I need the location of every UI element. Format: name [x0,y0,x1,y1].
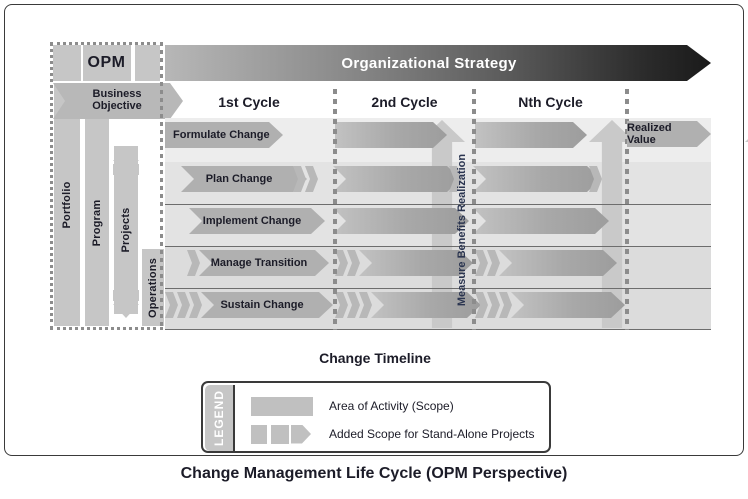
activity-arrow-manage-c3 [499,250,617,276]
cycle-header-1: 1st Cycle [165,85,333,118]
measure-benefits-realization: Measure Benefits Realization [454,130,470,330]
change-timeline-label: Change Timeline [319,350,431,366]
legend-swatch-area-of-activity [251,396,313,416]
grid-rule-3 [165,288,711,289]
activity-label-plan: Plan Change [205,173,273,185]
cycle-divider-3 [625,89,629,330]
activity-arrow-formulate-c3 [475,122,587,148]
activity-arrow-implement-c2 [333,208,469,234]
opm-dotted-boundary-right [160,42,163,330]
legend-label-2: Added Scope for Stand-Alone Projects [329,427,535,441]
opm-dotted-boundary [50,42,163,330]
business-objective-label: Business Objective [71,83,163,119]
legend-swatch-added-scope [251,424,313,444]
diagram-frame: Portfolio Program Projects Operations OP… [4,4,748,456]
change-grid: Formulate Change Plan Change Implement C… [165,118,748,330]
organizational-strategy-banner: Organizational Strategy [165,45,711,81]
cycle-label-3: Nth Cycle [518,93,583,110]
activity-arrow-plan-c2 [333,166,461,192]
added-scope-chevron-sustain-c3-b [487,292,500,318]
activity-label-formulate: Formulate Change [173,129,270,141]
legend-box: LEGEND Area of Activity (Scope) Added Sc… [201,381,551,453]
activity-arrow-sustain-c3 [511,292,625,318]
projects-up-seg [113,164,139,175]
activity-label-manage: Manage Transition [210,257,308,269]
activity-arrow-manage-c2 [359,250,473,276]
added-scope-chevron-sustain-c1-a [165,292,178,318]
added-scope-chevron-plan-c2 [449,166,462,192]
legend-tab: LEGEND [205,385,235,451]
figure-caption: Change Management Life Cycle (OPM Perspe… [180,465,568,482]
realized-value-label: Realized Value [627,122,672,146]
grid-rule-2 [165,246,711,247]
activity-arrow-plan-c3 [473,166,601,192]
added-scope-chevron-sustain-c3-a [475,292,488,318]
added-scope-chevron-manage-c2-b [347,250,360,276]
cycle-divider-1 [333,89,337,330]
legend-item-1: Area of Activity (Scope) [251,393,454,419]
added-scope-chevron-sustain-c1-c [189,292,202,318]
added-scope-chevron-sustain-c3-c [499,292,512,318]
activity-arrow-implement-c1: Implement Change [189,208,325,234]
added-scope-chevron-plan-c3 [589,166,602,192]
realized-value-arrow: Realized Value [627,121,711,147]
column-program: Program [84,118,110,327]
added-scope-chevron-sustain-c2-a [335,292,348,318]
column-portfolio: Portfolio [53,83,81,327]
added-scope-chevron-plan-c1-a [293,166,306,192]
opm-title: OPM [87,54,126,71]
activity-arrow-formulate-c2 [335,122,447,148]
legend-label-1: Area of Activity (Scope) [329,399,454,413]
activity-arrow-plan-c1: Plan Change [181,166,307,192]
activity-arrow-formulate-c1: Formulate Change [165,122,283,148]
cycle-header-2: 2nd Cycle [337,85,472,118]
measure-benefits-label: Measure Benefits Realization [456,153,468,307]
opm-header-box: OPM [53,45,160,81]
activity-label-implement: Implement Change [202,215,302,227]
business-objective-line1: Business [92,88,142,101]
added-scope-chevron-plan-c1-b [305,166,318,192]
legend-item-2: Added Scope for Stand-Alone Projects [251,421,534,447]
cycle-label-1: 1st Cycle [218,93,280,110]
grid-rule-4 [165,329,711,330]
projects-down-seg [113,290,139,301]
added-scope-chevron-sustain-c2-c [359,292,372,318]
organizational-strategy-label: Organizational Strategy [341,54,517,72]
cycle-header-row: 1st Cycle 2nd Cycle Nth Cycle [165,85,711,118]
cycle-divider-2 [472,89,476,330]
business-objective-line2: Objective [92,100,142,112]
activity-arrow-manage-c1: Manage Transition [199,250,329,276]
legend-tab-label: LEGEND [212,389,227,447]
cycle-header-3: Nth Cycle [476,85,625,118]
added-scope-chevron-manage-c1 [187,250,200,276]
added-scope-chevron-manage-c2-a [335,250,348,276]
activity-arrow-sustain-c1: Sustain Change [201,292,333,318]
cycle-label-2: 2nd Cycle [371,93,438,110]
grid-rule-1 [165,204,711,205]
added-scope-chevron-manage-c3-b [487,250,500,276]
activity-arrow-implement-c3 [473,208,609,234]
added-scope-chevron-manage-c3-a [475,250,488,276]
activity-label-sustain: Sustain Change [220,299,304,311]
added-scope-chevron-sustain-c1-b [177,292,190,318]
activity-arrow-sustain-c2 [371,292,481,318]
added-scope-chevron-sustain-c2-b [347,292,360,318]
